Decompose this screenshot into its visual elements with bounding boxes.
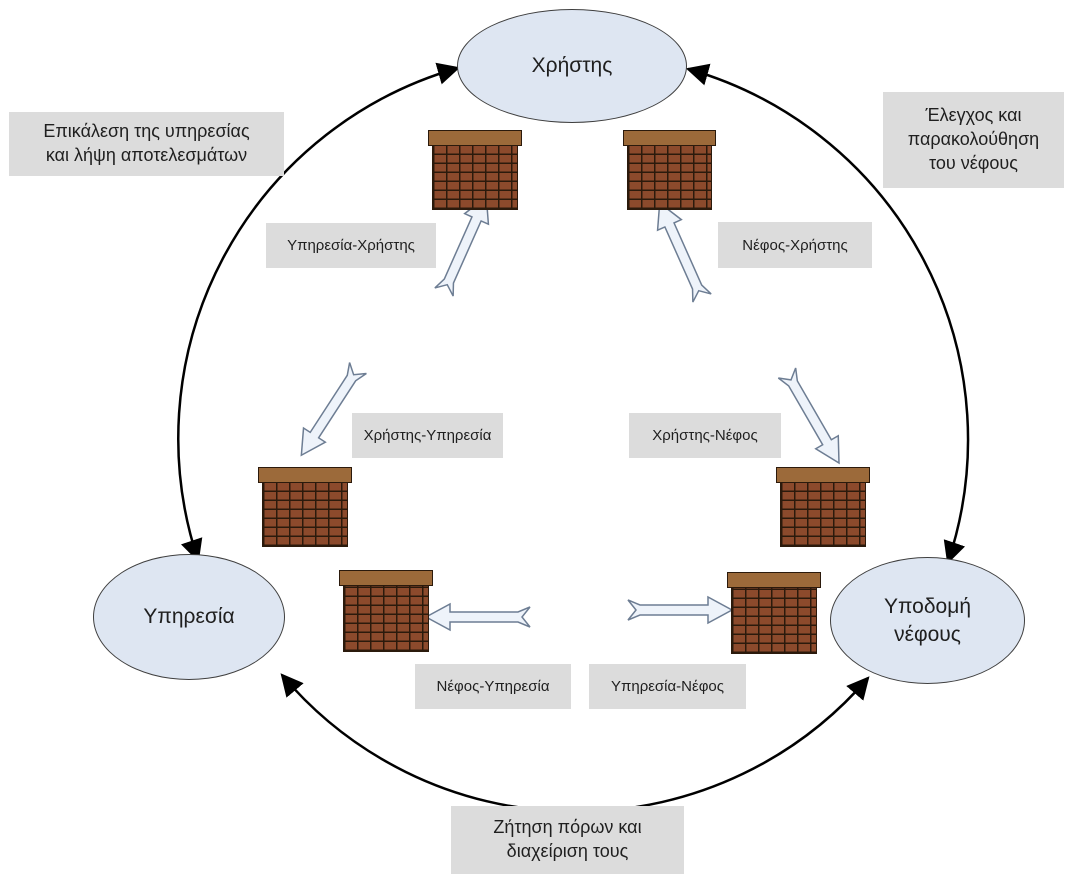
brick-wall-icon <box>776 467 870 547</box>
interface-arrow-user-service <box>300 362 367 457</box>
node-cloud-infrastructure: Υποδομή νέφους <box>830 557 1025 684</box>
label-invoke-service: Επικάλεση της υπηρεσίας και λήψη αποτελε… <box>9 112 284 176</box>
node-service: Υπηρεσία <box>93 554 285 680</box>
interface-arrow-service-user <box>434 195 490 297</box>
brick-wall-icon <box>428 130 522 210</box>
arc-service-cloud <box>280 673 870 813</box>
brick-wall-icon <box>623 130 716 210</box>
interface-arrow-service-cloud <box>627 595 734 625</box>
interface-arrow-cloud-service <box>424 602 531 632</box>
label-service-user: Υπηρεσία-Χρήστης <box>266 223 436 268</box>
brick-wall-icon <box>727 572 821 654</box>
brick-wall-icon <box>258 467 352 547</box>
label-cloud-service: Νέφος-Υπηρεσία <box>415 664 571 709</box>
interface-arrow-cloud-user <box>656 201 712 303</box>
label-cloud-user: Νέφος-Χρήστης <box>718 222 872 268</box>
interface-arrow-user-cloud <box>777 367 840 465</box>
node-user: Χρήστης <box>457 9 687 123</box>
label-service-cloud: Υπηρεσία-Νέφος <box>589 664 746 709</box>
label-control-cloud: Έλεγχος και παρακολούθηση του νέφους <box>883 92 1064 188</box>
arc-user-cloud <box>685 63 970 565</box>
label-resources: Ζήτηση πόρων και διαχείριση τους <box>451 806 684 874</box>
brick-wall-icon <box>339 570 433 652</box>
label-user-cloud: Χρήστης-Νέφος <box>629 413 781 458</box>
label-user-service: Χρήστης-Υπηρεσία <box>352 413 503 458</box>
arc-user-service <box>177 62 461 563</box>
